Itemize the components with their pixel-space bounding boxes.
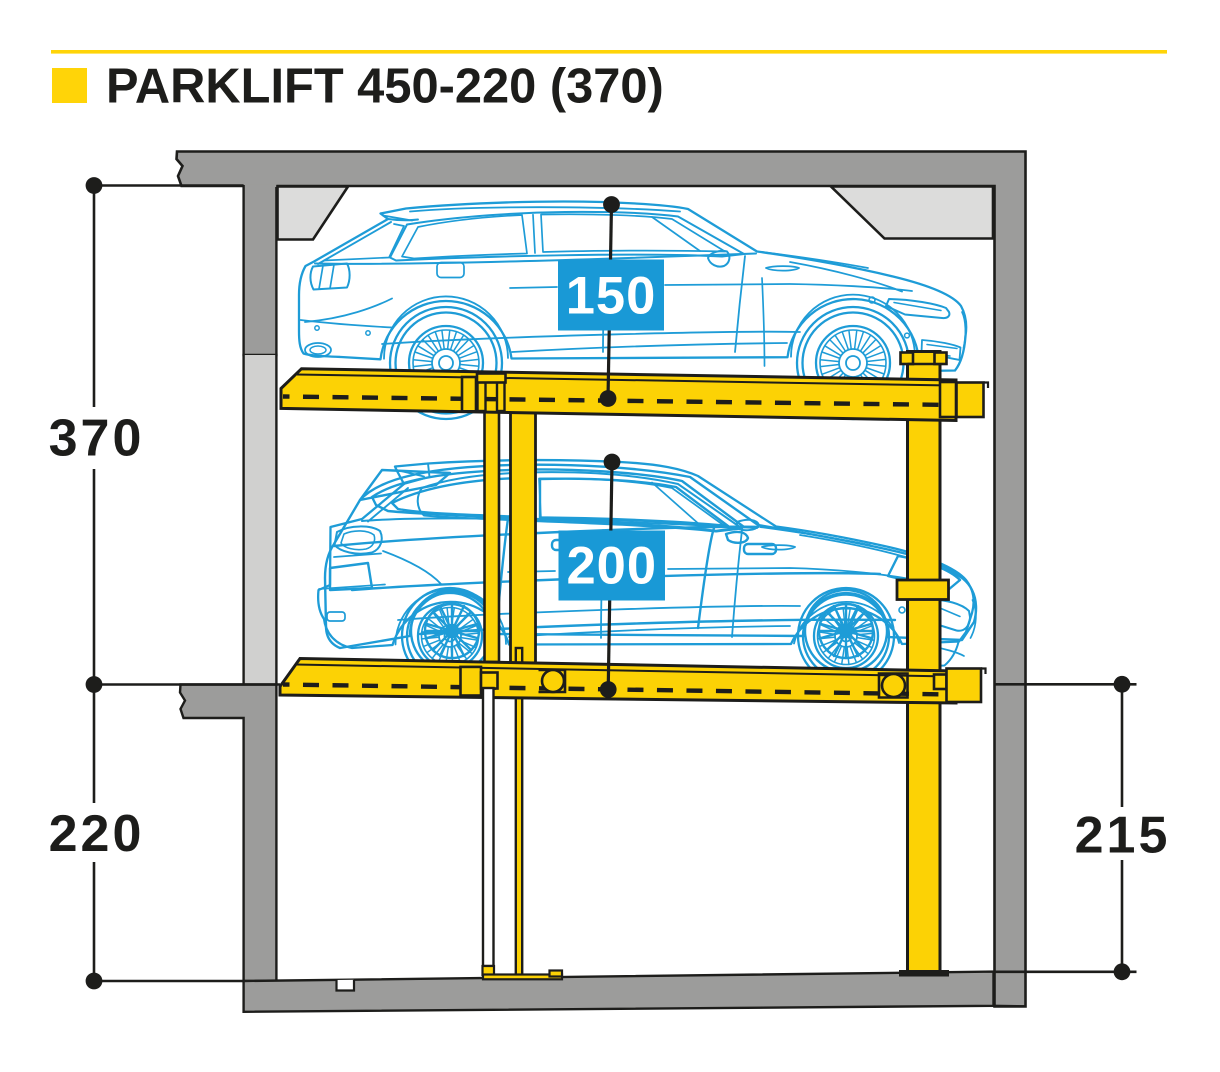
svg-text:PARKLIFT 450-220 (370): PARKLIFT 450-220 (370) [106, 60, 664, 114]
svg-text:220: 220 [49, 805, 145, 863]
svg-text:215: 215 [1075, 807, 1171, 865]
svg-text:370: 370 [49, 410, 145, 468]
svg-text:200: 200 [566, 537, 657, 596]
svg-text:150: 150 [566, 267, 657, 326]
